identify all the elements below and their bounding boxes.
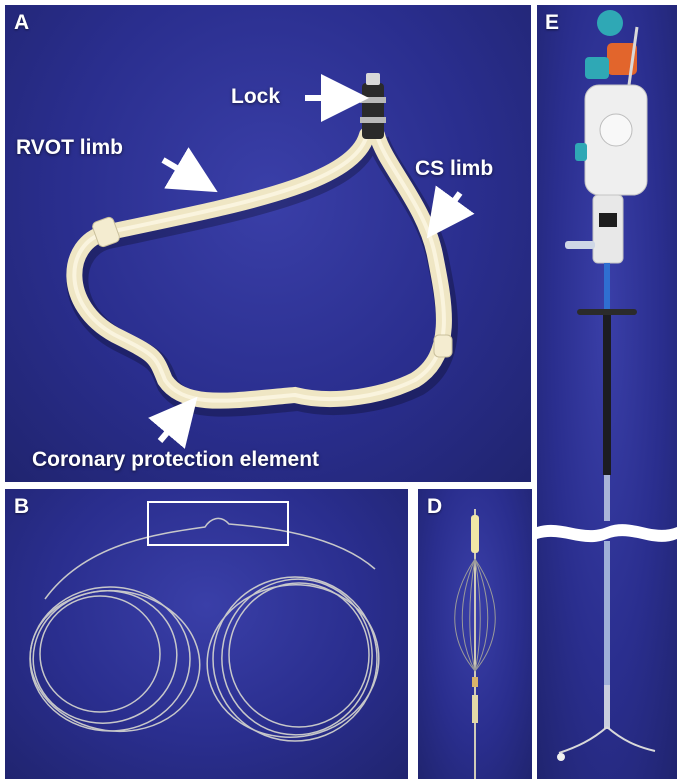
- handle-window-inner: [599, 213, 617, 227]
- shaft-marker: [604, 685, 610, 729]
- panel-e-photo: [537, 10, 677, 761]
- basket-wire-2: [461, 558, 476, 672]
- panel-label-a: A: [14, 11, 30, 34]
- cs-cap: [433, 334, 453, 358]
- basket-wire-1: [454, 558, 476, 672]
- basket-wire-3: [474, 558, 489, 672]
- distal-limb-left: [558, 726, 608, 754]
- shaft-blue: [604, 263, 610, 311]
- coronary-protection-label: Coronary protection element: [32, 448, 320, 471]
- coil-right-2: [221, 578, 373, 736]
- device-loop-highlight: [72, 133, 446, 403]
- device-loop: [66, 127, 452, 409]
- catheter-tip: [471, 515, 479, 553]
- handle-teal-tab: [575, 143, 587, 161]
- panel-label-d: D: [427, 495, 443, 518]
- hub-cap-teal-2: [585, 57, 609, 79]
- panel-b: B: [5, 489, 408, 779]
- hub-cap-teal: [597, 10, 623, 36]
- shaft-lower: [604, 541, 610, 685]
- shaft-light: [604, 475, 610, 521]
- shaft-marker-1: [472, 677, 478, 687]
- rvot-limb-label: RVOT limb: [16, 136, 123, 159]
- lock-top: [366, 73, 380, 85]
- shaft-black: [603, 315, 611, 475]
- distal-tip-ball: [557, 753, 565, 761]
- side-port: [565, 241, 595, 249]
- coronary-arrow-icon: [148, 396, 198, 449]
- coil-left-4: [39, 595, 161, 713]
- lock-band-1: [360, 97, 386, 103]
- basket-wire-5: [469, 558, 476, 672]
- panel-label-e: E: [545, 11, 560, 34]
- lock-band-2: [360, 117, 386, 123]
- lock-label: Lock: [231, 85, 281, 108]
- panel-label-b: B: [14, 495, 30, 518]
- handle-lower: [592, 194, 624, 264]
- handle-knob: [599, 113, 633, 147]
- cs-limb-label: CS limb: [415, 157, 494, 180]
- guidewire-top: [44, 517, 376, 600]
- panel-d-photo: [454, 509, 496, 779]
- shaft-grip: [577, 309, 637, 315]
- rvot-arrow-icon: [161, 147, 218, 193]
- break-mark: [537, 524, 677, 543]
- hub-cap-orange: [607, 43, 637, 75]
- coil-right-4: [228, 582, 370, 728]
- panel-a: A Lock RVOT limb CS limb Coronary protec…: [5, 5, 531, 482]
- panel-a-photo: [66, 73, 475, 449]
- side-needle: [627, 26, 639, 86]
- basket-wire-6: [474, 558, 481, 672]
- lock-body: [362, 83, 384, 139]
- basket-wire-4: [474, 558, 496, 672]
- cs-arrow-icon: [426, 185, 475, 239]
- coil-right-1: [212, 576, 378, 742]
- distal-limb-right: [606, 726, 656, 752]
- shaft-marker-2: [472, 695, 478, 723]
- panel-d: D: [418, 489, 532, 779]
- highlight-box: [147, 501, 289, 546]
- panel-e: E: [537, 5, 677, 779]
- rvot-cap: [92, 216, 120, 248]
- coil-left-3: [29, 589, 201, 733]
- coil-right-3: [206, 584, 380, 738]
- panel-b-photo: [29, 501, 380, 742]
